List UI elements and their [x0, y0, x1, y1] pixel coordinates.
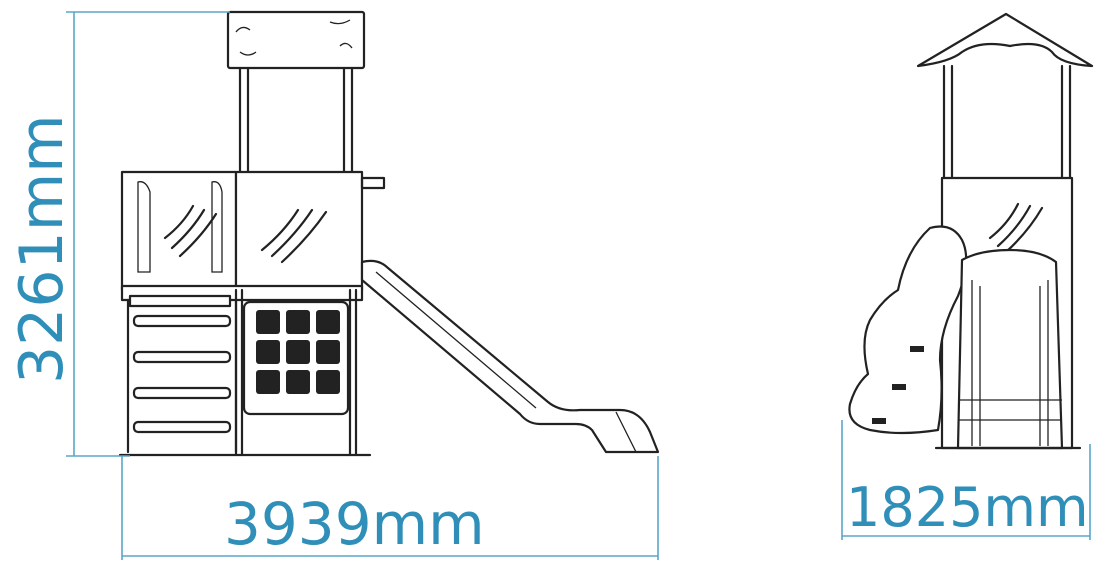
roof-panel: [226, 10, 366, 70]
depth-dimension: 1825mm: [841, 420, 1091, 540]
side-slide: [956, 248, 1064, 450]
height-label: 3261mm: [7, 114, 77, 384]
front-view: [118, 10, 660, 457]
center-wall-panel: [234, 170, 364, 292]
width-label: 3939mm: [224, 490, 485, 558]
slide: [360, 259, 660, 454]
depth-label: 1825mm: [846, 476, 1089, 539]
side-view: [848, 12, 1094, 450]
width-dimension: 3939mm: [121, 456, 659, 560]
ladder: [126, 298, 238, 454]
climbing-grid: [256, 310, 340, 394]
side-roof: [916, 12, 1094, 68]
height-dimension: 3261mm: [7, 11, 230, 457]
